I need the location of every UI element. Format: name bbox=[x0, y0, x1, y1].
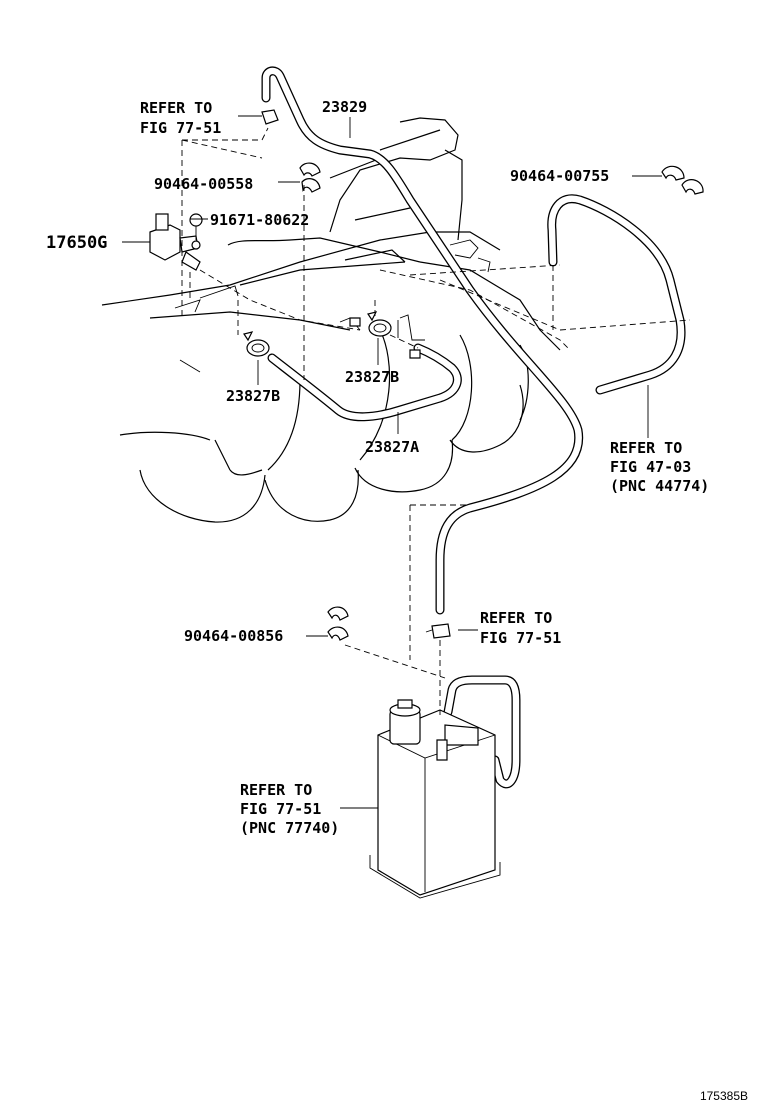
label-line: FIG 77-51 bbox=[240, 800, 321, 818]
bolt-91671-80622 bbox=[189, 213, 203, 240]
hose-joint-top bbox=[261, 109, 279, 125]
clip-90464-00755 bbox=[661, 165, 704, 195]
leader-lines bbox=[122, 115, 662, 809]
hose-canister bbox=[443, 675, 521, 789]
part-number-23827a: 23827A bbox=[365, 438, 419, 456]
part-number-90464-00856: 90464-00856 bbox=[184, 627, 283, 645]
label-line: (PNC 44774) bbox=[610, 477, 709, 495]
clip-90464-00558 bbox=[299, 162, 321, 193]
label-line: REFER TO bbox=[480, 609, 552, 627]
part-number-23827b-left: 23827B bbox=[226, 387, 280, 405]
nipple-fittings bbox=[349, 317, 421, 359]
part-number-17650g: 17650G bbox=[46, 233, 107, 253]
label-line: FIG 47-03 bbox=[610, 458, 691, 476]
hose-joint-mid bbox=[425, 623, 451, 639]
part-number-91671-80622: 91671-80622 bbox=[210, 211, 309, 229]
label-line: FIG 77-51 bbox=[480, 629, 561, 647]
hose-23829 bbox=[261, 66, 584, 615]
label-refer-fig-77-51-top: REFER TO FIG 77-51 bbox=[140, 99, 221, 137]
label-line: REFER TO bbox=[140, 99, 212, 117]
label-line: FIG 77-51 bbox=[140, 119, 221, 137]
label-refer-fig-77-51-canister: REFER TO FIG 77-51 (PNC 77740) bbox=[240, 781, 339, 837]
label-line: (PNC 77740) bbox=[240, 819, 339, 837]
label-refer-fig-77-51-mid: REFER TO FIG 77-51 bbox=[480, 609, 561, 647]
part-number-90464-00755: 90464-00755 bbox=[510, 167, 609, 185]
label-refer-fig-47-03: REFER TO FIG 47-03 (PNC 44774) bbox=[610, 439, 709, 495]
part-number-90464-00558: 90464-00558 bbox=[154, 175, 253, 193]
hose-pnc-44774 bbox=[547, 194, 686, 395]
clamp-23827b-right bbox=[367, 311, 392, 337]
dashed-reference-lines bbox=[181, 127, 691, 715]
illustration-code: 175385B bbox=[700, 1089, 748, 1103]
part-number-23827b-right: 23827B bbox=[345, 368, 399, 386]
charcoal-canister bbox=[369, 699, 501, 899]
vsv-17650g bbox=[149, 213, 201, 271]
hose-23827a bbox=[267, 343, 462, 422]
clip-90464-00856 bbox=[327, 606, 349, 641]
label-line: REFER TO bbox=[240, 781, 312, 799]
label-line: REFER TO bbox=[610, 439, 682, 457]
part-number-23829: 23829 bbox=[322, 98, 367, 116]
clamp-23827b-left bbox=[243, 331, 270, 357]
